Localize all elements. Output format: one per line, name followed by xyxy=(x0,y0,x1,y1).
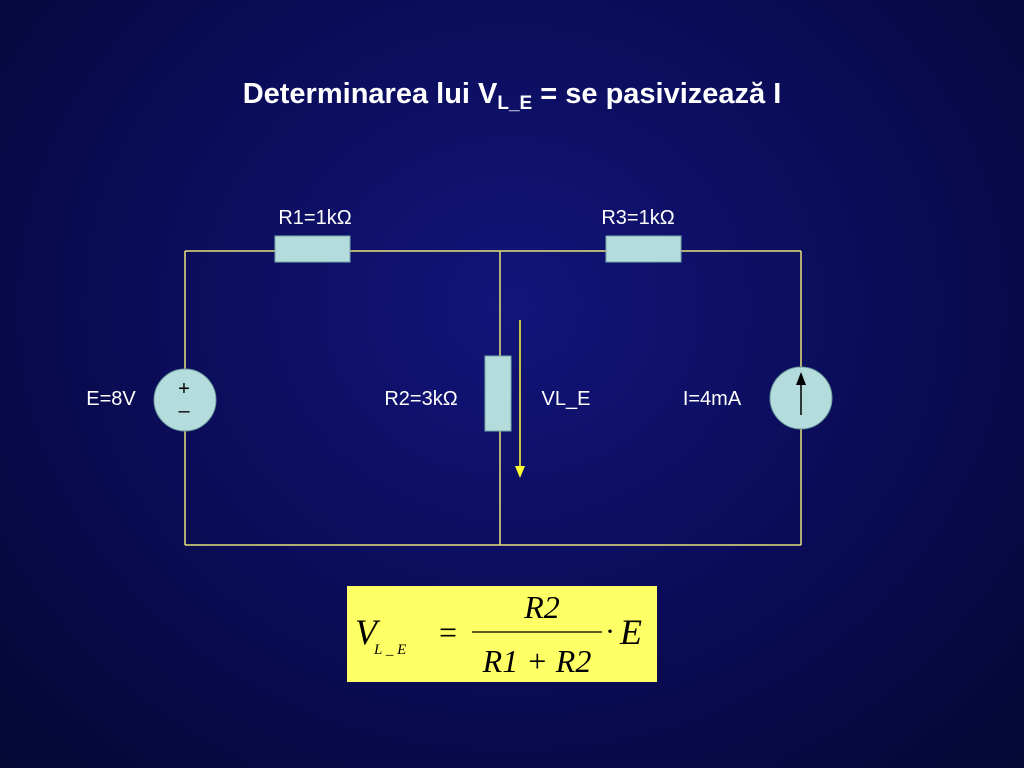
source-i-label: I=4mA xyxy=(683,388,742,410)
title-suffix: = se pasivizează I xyxy=(532,78,782,110)
resistor-r2 xyxy=(484,355,512,432)
formula-denominator: R1 + R2 xyxy=(482,643,592,679)
formula-equals: = xyxy=(439,614,457,650)
minus-sign: – xyxy=(178,400,190,422)
voltage-source-icon: + – xyxy=(153,368,217,432)
formula: V L _ E = R2 R1 + R2 · E xyxy=(355,589,642,679)
slide-title: Determinarea lui VL_E = se pasivizează I xyxy=(0,78,1024,115)
title-prefix: Determinarea lui V xyxy=(242,78,498,110)
formula-numerator: R2 xyxy=(523,589,560,625)
formula-dot: · xyxy=(605,615,615,648)
r2-label: R2=3kΩ xyxy=(384,388,457,410)
title-subscript: L_E xyxy=(497,93,533,114)
r1-label: R1=1kΩ xyxy=(278,207,351,229)
formula-box: V L _ E = R2 R1 + R2 · E xyxy=(347,586,657,682)
voltage-arrow xyxy=(515,320,525,478)
current-source-icon xyxy=(769,366,833,430)
voltage-label: VL_E xyxy=(542,388,591,410)
formula-lhs-sub: L _ E xyxy=(373,642,406,658)
plus-sign: + xyxy=(178,378,190,400)
source-e-label: E=8V xyxy=(86,388,136,410)
formula-lhs-var: V xyxy=(355,612,381,652)
formula-rhs-var: E xyxy=(619,612,642,652)
resistor-r3 xyxy=(605,235,682,263)
r3-label: R3=1kΩ xyxy=(601,207,674,229)
resistor-r1 xyxy=(274,235,351,263)
